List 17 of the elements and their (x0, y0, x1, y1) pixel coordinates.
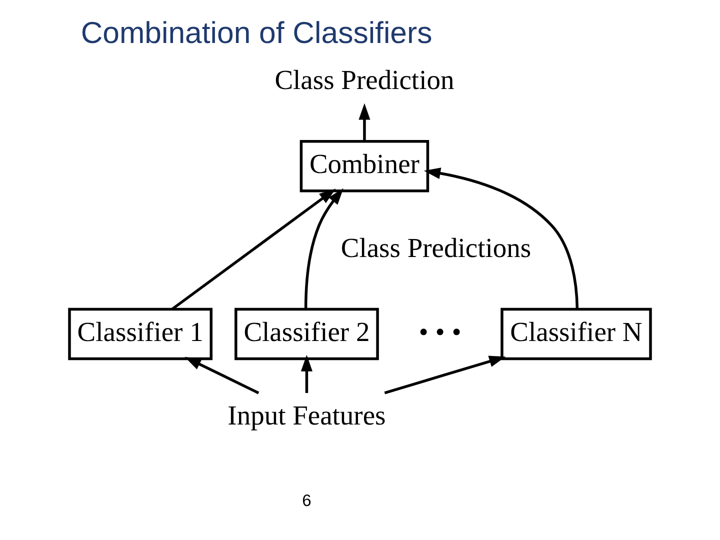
diagram-title: Combination of Classifiers (80, 17, 432, 50)
arrow (424, 168, 579, 309)
arrow (172, 188, 336, 310)
node-box: Classifier 1 (68, 308, 213, 360)
arrow (184, 356, 260, 394)
node-text: Class Prediction (274, 64, 454, 96)
node-box: Classifier 2 (234, 308, 379, 360)
node-box: Combiner (300, 140, 430, 192)
arrow (300, 354, 312, 393)
label: Class Predictions (340, 232, 532, 263)
node-text: Input Features (228, 400, 386, 431)
node-box: Classifier N (500, 308, 652, 360)
arrow (358, 103, 370, 142)
label: • • • (418, 316, 462, 347)
arrow (384, 356, 506, 394)
arrow (304, 188, 344, 310)
label: 6 (302, 492, 312, 510)
